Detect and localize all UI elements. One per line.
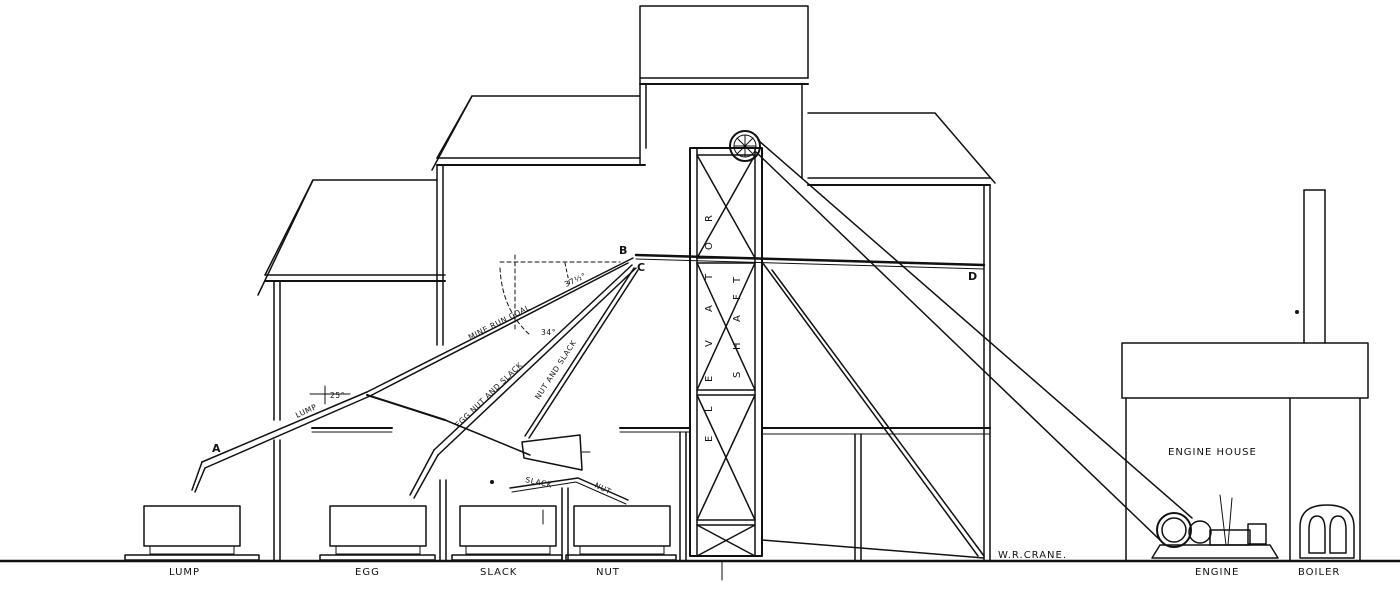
label-angle-c: 34°: [541, 328, 556, 337]
shaft-letter: T: [732, 276, 743, 284]
car-slack: [451, 505, 563, 561]
signature: W.R.CRANE.: [998, 550, 1067, 561]
elevator-letter: A: [704, 305, 715, 312]
shaft-letter: S: [732, 372, 743, 378]
boiler: [1299, 504, 1355, 559]
label-mine-run-coal: MINE RUN COAL: [467, 303, 532, 342]
revolving-screen: [521, 434, 591, 471]
hoisting-rope: [755, 139, 1193, 541]
shaft-label: S H A F T: [732, 276, 743, 378]
point-c: C: [637, 261, 645, 274]
elevator-letter: O: [704, 242, 715, 250]
ground-line: [0, 559, 1400, 581]
smokestack: [1295, 189, 1326, 344]
chute-mine-run: [366, 257, 634, 397]
tipple-building: [257, 5, 996, 562]
elevator-letter: V: [704, 340, 715, 347]
label-nut-and-slack: NUT AND SLACK: [533, 338, 578, 401]
elevator-shaft-label: E L E V A T O R: [704, 215, 715, 442]
angle-marks: [309, 254, 621, 405]
label-egg-car: EGG: [355, 567, 380, 578]
engine-house: [1121, 342, 1369, 562]
shaft-letter: F: [732, 294, 743, 300]
label-slack-car: SLACK: [480, 567, 517, 578]
label-angle-lump: 25°: [330, 391, 345, 400]
car-nut: [565, 505, 677, 561]
elevator-letter: E: [704, 376, 715, 382]
label-lump-car: LUMP: [169, 567, 200, 578]
elevator-letter: E: [704, 436, 715, 442]
head-sheave-icon: [729, 130, 761, 162]
car-lump: [124, 505, 260, 561]
chute-nut-slack: [524, 267, 639, 439]
elevator-shaft: [689, 147, 763, 557]
chute-lump: [191, 391, 371, 493]
shaft-letter: H: [732, 342, 743, 350]
label-engine: ENGINE: [1195, 567, 1239, 578]
car-egg: [319, 505, 436, 561]
point-b: B: [619, 244, 627, 257]
elevator-letter: L: [704, 406, 715, 412]
slack-nut-chutes: [490, 477, 629, 525]
label-boiler: BOILER: [1298, 567, 1340, 578]
point-a: A: [212, 442, 221, 455]
point-d: D: [968, 270, 977, 283]
label-nut-car: NUT: [596, 567, 620, 578]
engine: [1151, 494, 1279, 559]
shaft-letter: A: [732, 315, 743, 322]
elevator-letter: R: [704, 215, 715, 222]
elevator-letter: T: [704, 273, 715, 281]
label-egg-nut-slack: EGG NUT AND SLACK: [453, 360, 524, 429]
chute-egg-nut-slack: [409, 264, 637, 499]
label-engine-house: ENGINE HOUSE: [1168, 447, 1257, 458]
